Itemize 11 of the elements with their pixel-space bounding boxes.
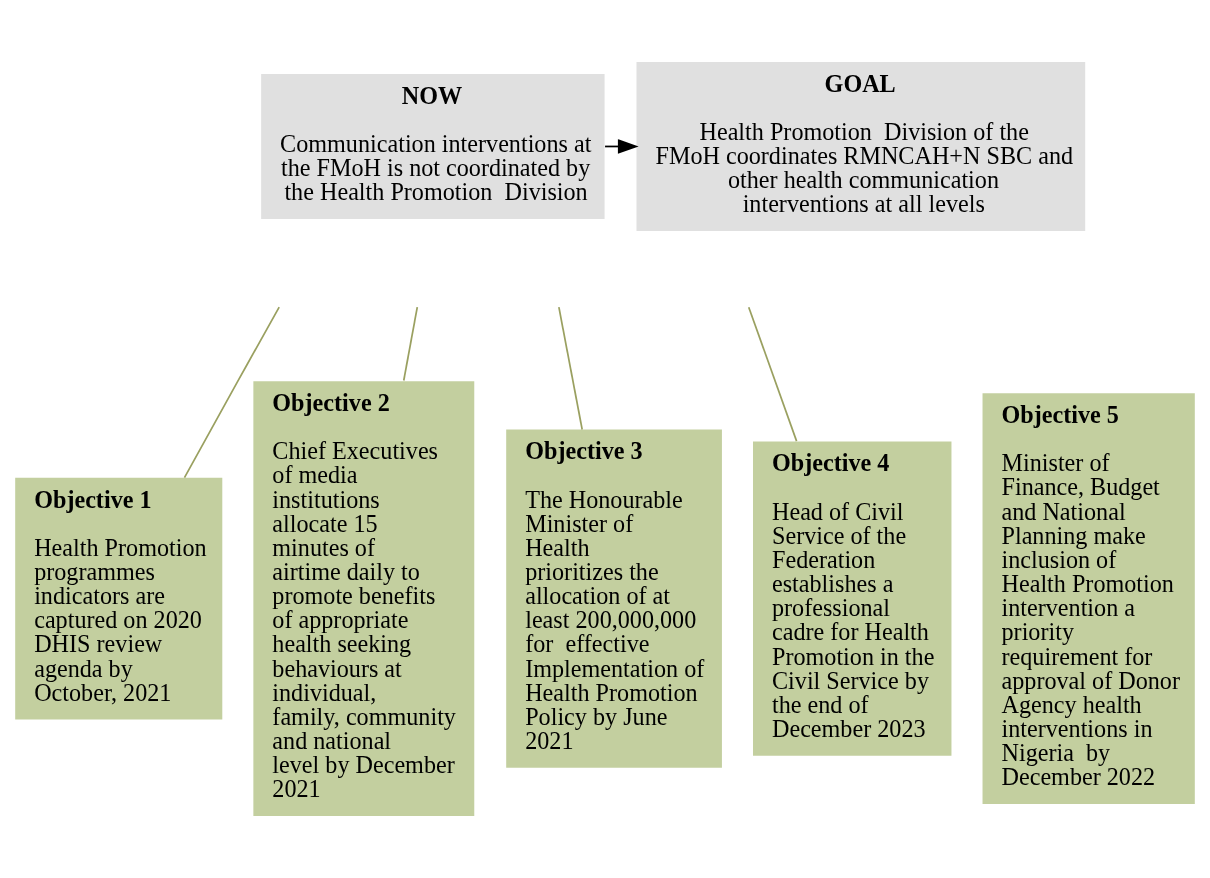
- connector: [747, 306, 798, 442]
- node-box: GOAL Health Promotion Division of the FMoH coordinates RMNCAH+N SBC and other health communication interventions at all levels: [636, 61, 1086, 232]
- node-box: Objective 2 Chief Executives of media institutions allocate 15 minutes of airtime daily to promote benefits of appropriate health seeking behaviours at individual, family, community and national level by December 2021: [253, 381, 475, 817]
- connector: [183, 306, 281, 479]
- node-box: NOW Communication interventions at the FMoH is not coordinated by the Health Promotion Division: [261, 74, 605, 219]
- node-box: Objective 5 Minister of Finance, Budget and National Planning make inclusion of Health Promotion intervention a priority requirement for approval of Donor Agency health interventions in Nigeria by December 2022: [982, 393, 1195, 804]
- node-box: Objective 1 Health Promotion programmes indicators are captured on 2020 DHIS review agenda by October, 2021: [15, 477, 223, 720]
- node-box: Objective 4 Head of Civil Service of the Federation establishes a professional cadre for Health Promotion in the Civil Service by the end of December 2023: [753, 441, 952, 756]
- connector: [402, 306, 419, 382]
- connector: [558, 306, 584, 431]
- node-box: Objective 3 The Honourable Minister of Health prioritizes the allocation of at least 200,000,000 for effective Implementation of Health Promotion Policy by June 2021: [506, 429, 722, 768]
